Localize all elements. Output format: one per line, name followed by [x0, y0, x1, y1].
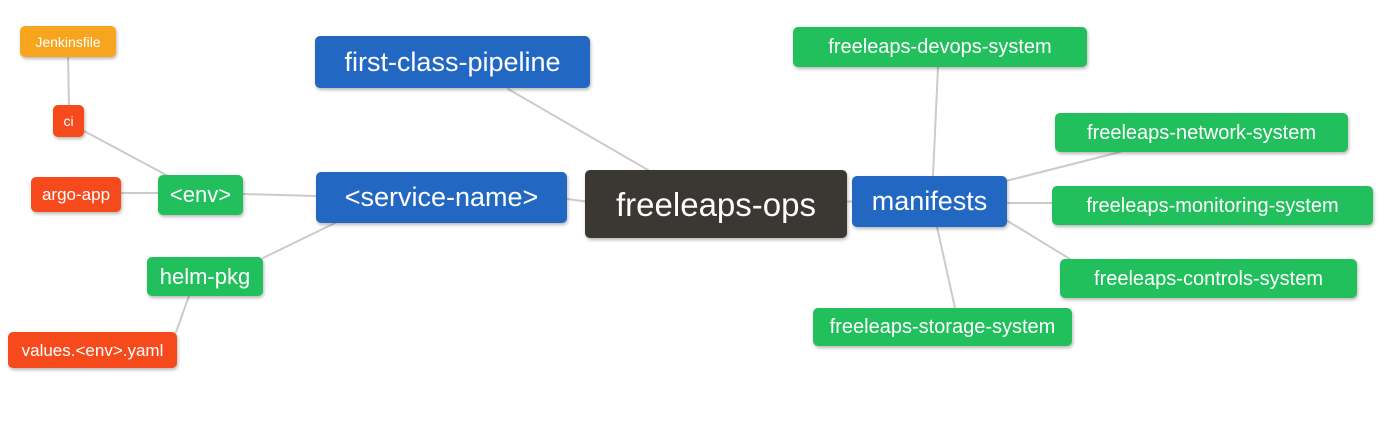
node-jenkinsfile[interactable]: Jenkinsfile — [20, 26, 116, 57]
node-ci[interactable]: ci — [53, 105, 84, 137]
edge-jenkinsfile--ci — [67, 56, 70, 106]
edge-env--service-name — [242, 193, 317, 197]
node-values-env-yaml[interactable]: values.<env>.yaml — [8, 332, 177, 368]
node-freeleaps-storage-system[interactable]: freeleaps-storage-system — [813, 308, 1072, 346]
node-freeleaps-monitoring-system[interactable]: freeleaps-monitoring-system — [1052, 186, 1373, 225]
edge-manifests--freeleaps-devops-system — [932, 66, 939, 177]
edge-ci--env — [83, 130, 171, 178]
node-service-name[interactable]: <service-name> — [316, 172, 567, 223]
node-freeleaps-ops[interactable]: freeleaps-ops — [585, 170, 847, 238]
edge-manifests--freeleaps-controls-system — [1005, 219, 1071, 260]
edge-first-class-pipeline--freeleaps-ops — [507, 88, 649, 171]
node-first-class-pipeline[interactable]: first-class-pipeline — [315, 36, 590, 88]
edge-manifests--freeleaps-storage-system — [936, 226, 956, 309]
node-env[interactable]: <env> — [158, 175, 243, 215]
edge-values-env-yaml--helm-pkg — [175, 295, 190, 333]
node-freeleaps-devops-system[interactable]: freeleaps-devops-system — [793, 27, 1087, 67]
edge-manifests--freeleaps-network-system — [1005, 151, 1121, 182]
edge-helm-pkg--service-name — [262, 222, 336, 259]
node-argo-app[interactable]: argo-app — [31, 177, 121, 212]
node-manifests[interactable]: manifests — [852, 176, 1007, 227]
node-helm-pkg[interactable]: helm-pkg — [147, 257, 263, 296]
node-freeleaps-controls-system[interactable]: freeleaps-controls-system — [1060, 259, 1357, 298]
node-freeleaps-network-system[interactable]: freeleaps-network-system — [1055, 113, 1348, 152]
